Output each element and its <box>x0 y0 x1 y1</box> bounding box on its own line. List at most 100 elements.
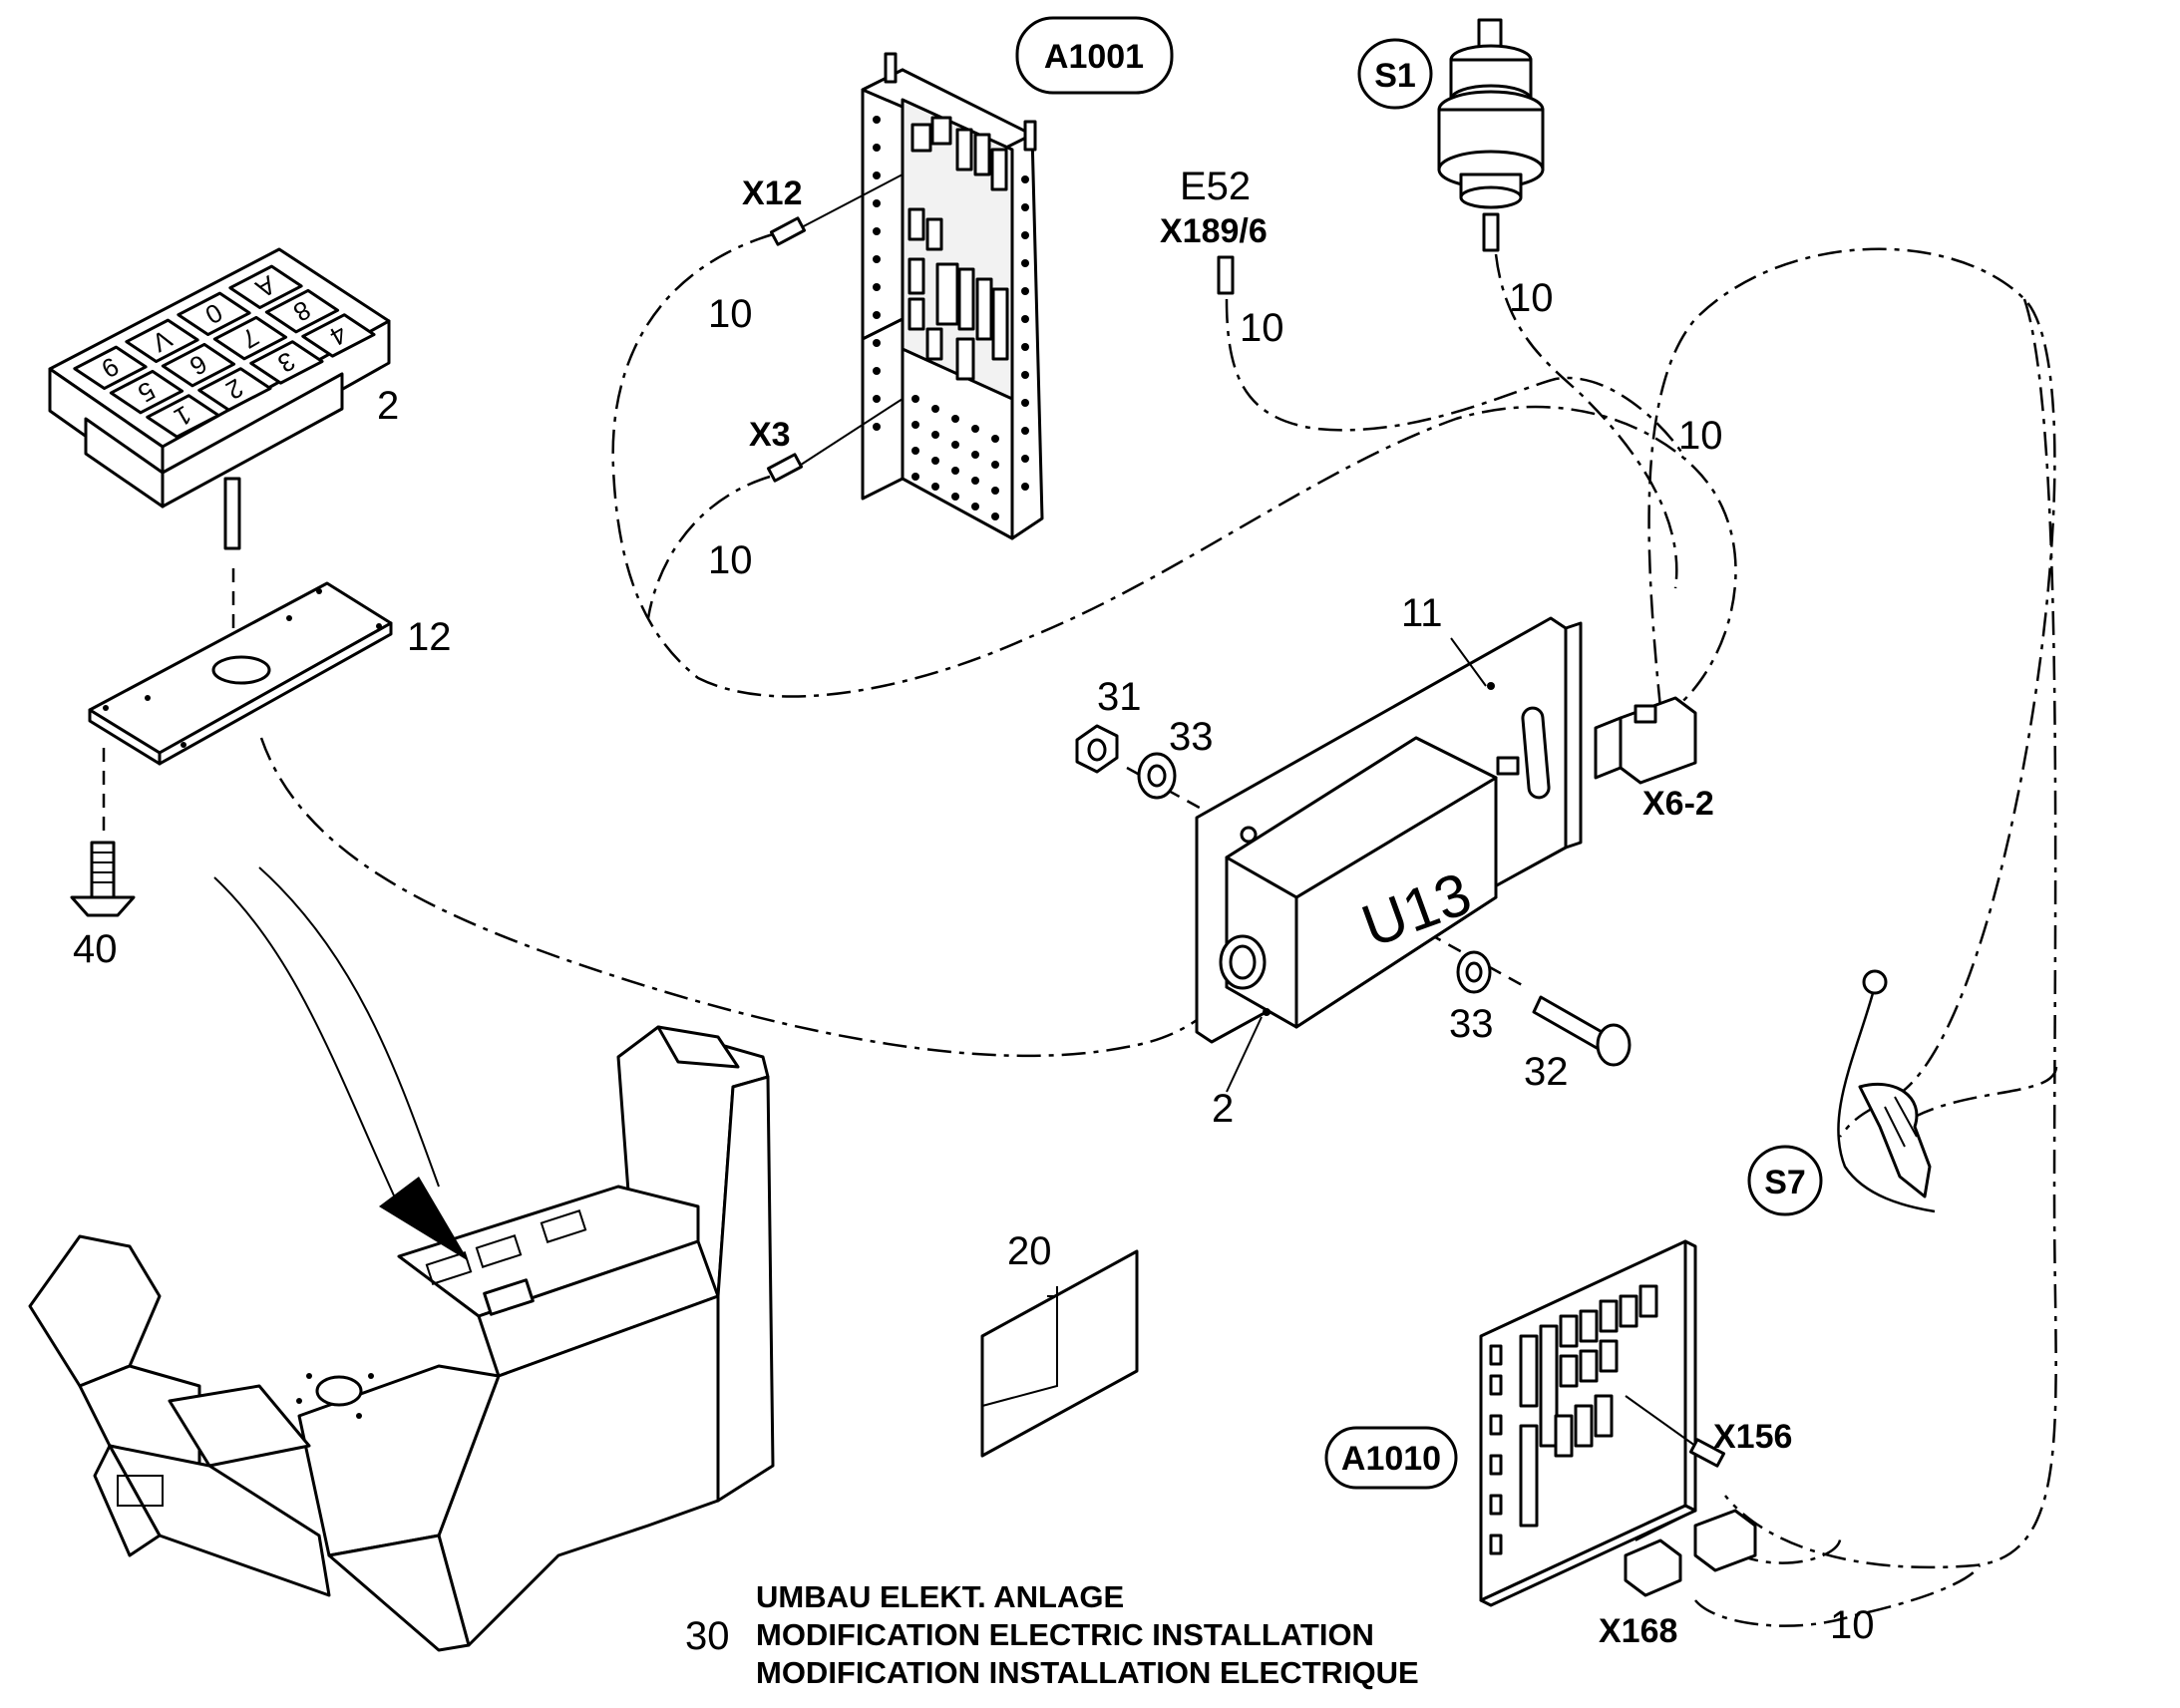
board-chip <box>1519 1424 1539 1528</box>
board-chip <box>1554 1414 1574 1458</box>
callout-s7: S7 <box>1747 1145 1823 1216</box>
board-chip <box>1489 1494 1503 1516</box>
board-chip <box>1579 1309 1599 1343</box>
board-chip <box>908 207 925 241</box>
board-chip <box>908 297 925 331</box>
label-x189: X189/6 <box>1160 212 1268 250</box>
board-chip <box>1594 1394 1614 1438</box>
callout-a1010-label: A1010 <box>1341 1440 1441 1478</box>
label-kit: 30 <box>685 1614 730 1658</box>
label-plate: 12 <box>407 615 452 659</box>
bracket-assembly: U13 <box>1195 616 1583 1044</box>
bolt-32 <box>1532 995 1632 1067</box>
washer-33-top <box>1137 752 1177 800</box>
key-switch-s1 <box>1437 18 1545 252</box>
connector-x6-2 <box>1594 696 1697 785</box>
board-chip <box>955 128 973 171</box>
keypad-key: A <box>228 264 303 310</box>
label-bolt: 32 <box>1524 1050 1569 1094</box>
board-chip <box>1579 1349 1599 1383</box>
labels: X12 X3 E52 X189/6 X6-2 X156 X168 10 10 1… <box>73 165 1875 1690</box>
label-cable-loop: 10 <box>1678 414 1723 458</box>
label-screw: 40 <box>73 927 118 971</box>
board-chip <box>1559 1314 1579 1348</box>
board-a1001 <box>861 52 1044 540</box>
board-chip <box>930 116 952 146</box>
nut-31 <box>1075 724 1119 774</box>
label-nut: 31 <box>1097 675 1142 719</box>
board-chip <box>1539 1324 1559 1448</box>
keypad-key: 7 <box>212 315 288 361</box>
keypad-key: 5 <box>109 369 184 415</box>
board-chip <box>1638 1284 1658 1318</box>
board-chip <box>1559 1354 1579 1388</box>
cable-x156 <box>1734 1535 1842 1564</box>
keypad-key: 3 <box>249 340 324 385</box>
cable-loop-right <box>1647 247 2056 1138</box>
label-x156: X156 <box>1713 1418 1792 1456</box>
callout-a1001: A1001 <box>1015 16 1174 95</box>
board-chip <box>1599 1299 1619 1333</box>
label-x6-2: X6-2 <box>1642 785 1714 823</box>
cable-loop-far-right <box>1724 298 2057 1569</box>
label-e52: E52 <box>1180 165 1251 208</box>
label-cable-s1: 10 <box>1509 276 1554 320</box>
plug-x12 <box>769 173 904 246</box>
board-chip <box>925 327 943 361</box>
callout-s7-label: S7 <box>1764 1164 1806 1201</box>
board-chip <box>975 277 993 341</box>
label-x168: X168 <box>1599 1612 1677 1650</box>
keypad-key: 0 <box>177 291 251 337</box>
callout-a1010: A1010 <box>1324 1426 1458 1490</box>
label-keypad: 2 <box>377 384 399 428</box>
label-decal: 20 <box>1007 1229 1052 1273</box>
bolt-axis <box>1126 766 1527 989</box>
screw <box>70 841 136 917</box>
label-cable-e52: 10 <box>1240 306 1284 350</box>
label-cable-bottom: 10 <box>1830 1603 1875 1647</box>
board-chip <box>935 262 959 326</box>
cable-bottom <box>1694 1564 1982 1627</box>
plug-x3 <box>766 398 904 483</box>
label-x12: X12 <box>742 174 803 212</box>
cable-x12-x3 <box>611 232 1737 709</box>
board-a1001-holes <box>873 116 1029 520</box>
cable-e52 <box>1225 298 1687 460</box>
board-chip <box>925 217 943 251</box>
callout-a1001-label: A1001 <box>1044 38 1144 76</box>
label-washer-bottom: 33 <box>1449 1002 1494 1046</box>
board-chip <box>1489 1374 1503 1396</box>
board-chip <box>908 257 925 295</box>
board-chip <box>1519 1334 1539 1408</box>
board-chip <box>1619 1294 1638 1328</box>
label-cable-x12: 10 <box>708 292 753 336</box>
board-chip <box>1489 1534 1503 1555</box>
board-a1010 <box>1479 1239 1697 1607</box>
keypad-key: 8 <box>264 288 340 334</box>
board-chip <box>910 123 932 153</box>
board-chip <box>957 267 975 331</box>
keypad-key: 1 <box>146 394 220 439</box>
label-module: 2 <box>1212 1087 1234 1131</box>
keypad-key: 4 <box>301 313 376 358</box>
board-chip <box>1489 1344 1503 1366</box>
cable-x3 <box>646 475 771 619</box>
callout-s1: S1 <box>1357 38 1433 110</box>
keypad-key: 2 <box>197 367 272 412</box>
plug-x156 <box>1625 1395 1726 1468</box>
plug-e52 <box>1217 255 1235 295</box>
callout-s1-label: S1 <box>1374 57 1416 95</box>
board-chip <box>1489 1454 1503 1476</box>
keypad-key: 9 <box>73 345 148 391</box>
board-chip <box>990 148 1008 191</box>
board-chip <box>973 133 991 176</box>
switch-s7 <box>1837 969 1936 1213</box>
note-line-3: MODIFICATION INSTALLATION ELECTRIQUE <box>756 1655 1419 1690</box>
operator-console <box>28 866 775 1652</box>
cable-s7 <box>1914 1066 2058 1119</box>
keypad-key: 6 <box>161 342 236 388</box>
plug-x168 <box>1624 1509 1757 1597</box>
washer-33-bottom <box>1456 950 1492 994</box>
